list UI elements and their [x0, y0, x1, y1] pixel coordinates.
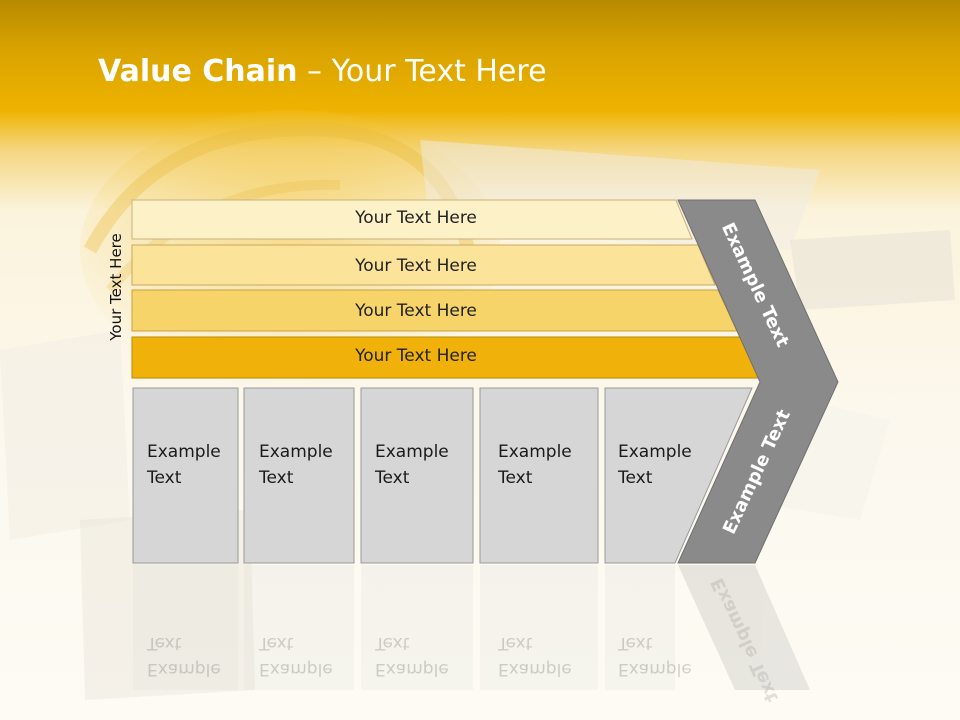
example-box-2	[243, 387, 355, 564]
box-5-line2: Text	[618, 468, 653, 488]
box-5-reflection-line1: Example	[618, 659, 692, 679]
bar-1-label: Your Text Here	[355, 208, 477, 228]
box-2-line2: Text	[259, 468, 294, 488]
bar-1	[131, 199, 693, 240]
box-4-reflection-line1: Example	[498, 659, 572, 679]
box-3-reflection-line1: Example	[375, 659, 449, 679]
box-1-reflection-line2: Text	[147, 633, 182, 653]
title-rest: – Your Text Here	[297, 54, 547, 89]
example-box-3	[360, 387, 474, 564]
box-3-line2: Text	[375, 468, 410, 488]
box-5-reflection-line2: Text	[618, 633, 653, 653]
title-bold: Value Chain	[98, 54, 298, 89]
box-2-reflection-line2: Text	[259, 633, 294, 653]
box-1-line1: Example	[147, 442, 221, 462]
box-5-line1: Example	[618, 442, 692, 462]
bar-3-label: Your Text Here	[355, 301, 477, 321]
box-3-reflection: Example Text	[375, 630, 471, 682]
box-1-reflection-line1: Example	[147, 659, 221, 679]
box-4-reflection: Example Text	[498, 630, 594, 682]
box-5-reflection: Example Text	[618, 630, 714, 682]
bar-4-label: Your Text Here	[355, 346, 477, 366]
example-box-5	[604, 387, 753, 564]
box-4-line2: Text	[498, 468, 533, 488]
chevron-arrow	[677, 199, 839, 564]
box-2-line1: Example	[259, 442, 333, 462]
box-4-line1: Example	[498, 442, 572, 462]
box-2-reflection-line1: Example	[259, 659, 333, 679]
box-1-line2: Text	[147, 468, 182, 488]
box-4-reflection-line2: Text	[498, 633, 533, 653]
bar-2-label: Your Text Here	[355, 256, 477, 276]
box-2-reflection: Example Text	[259, 630, 355, 682]
example-box-1	[132, 387, 239, 564]
box-1-reflection: Example Text	[147, 630, 243, 682]
box-3-reflection-line2: Text	[375, 633, 410, 653]
box-3-line1: Example	[375, 442, 449, 462]
reflection-group	[133, 565, 810, 690]
bar-2	[131, 244, 716, 286]
example-box-4	[479, 387, 599, 564]
slide-title: Value Chain – Your Text Here	[98, 54, 547, 89]
